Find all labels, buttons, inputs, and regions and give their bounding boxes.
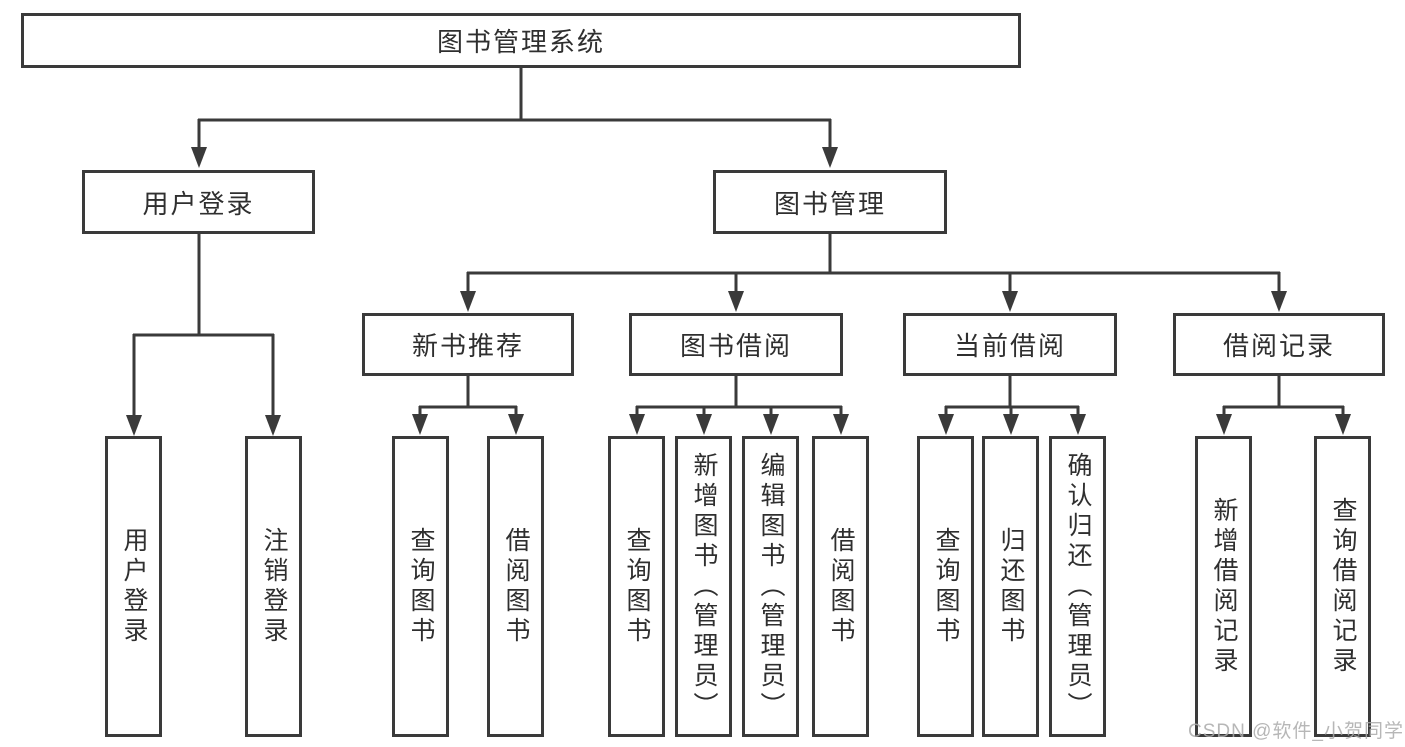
node-book-borrowing: 图书借阅 (629, 313, 843, 376)
node-borrowing-records-label: 借阅记录 (1222, 331, 1335, 361)
node-book-borrowing-label: 图书借阅 (679, 331, 792, 361)
node-book-management-label: 图书管理 (773, 188, 886, 219)
connector-new-book-recommend-children (418, 376, 518, 417)
connector-book-borrowing-children (635, 376, 843, 417)
arrowhead-leaf-query-borrow-record (1335, 414, 1351, 435)
leaf-query-books-cur-label: 查询图书 (932, 526, 960, 647)
arrowhead-leaf-add-books (696, 414, 712, 435)
leaf-query-borrow-record-label: 查询借阅记录 (1329, 496, 1357, 677)
leaf-query-books-rec: 查询图书 (392, 436, 449, 737)
leaf-edit-books-admin-label: 编辑图书（管理员） (757, 451, 785, 722)
arrowhead-leaf-user-login (126, 415, 142, 436)
leaf-add-books-admin-label: 新增图书（管理员） (690, 451, 718, 722)
connector-borrowing-records-children (1222, 376, 1345, 417)
leaf-return-books-label: 归还图书 (997, 526, 1025, 647)
arrowhead-leaf-confirm-return (1070, 414, 1086, 435)
leaf-query-books-borrow-label: 查询图书 (623, 526, 651, 647)
arrowhead-leaf-query-books-borrow (629, 414, 645, 435)
node-new-book-recommend-label: 新书推荐 (411, 331, 524, 361)
leaf-logout: 注销登录 (245, 436, 302, 737)
connector-book-management-children (466, 234, 1281, 294)
leaf-edit-books-admin: 编辑图书（管理员） (742, 436, 799, 737)
arrowhead-leaf-return-books (1003, 414, 1019, 435)
arrowhead-new-book-recommend (460, 291, 476, 312)
arrowhead-leaf-logout (265, 415, 281, 436)
leaf-borrow-books-rec: 借阅图书 (487, 436, 544, 737)
arrowhead-leaf-borrow-books-borrow (833, 414, 849, 435)
connector-user-login-children (132, 234, 275, 417)
leaf-add-borrow-record-label: 新增借阅记录 (1210, 496, 1238, 677)
leaf-add-books-admin: 新增图书（管理员） (675, 436, 732, 737)
leaf-return-books: 归还图书 (982, 436, 1039, 737)
node-user-login: 用户登录 (82, 170, 315, 234)
arrowhead-current-borrowing (1002, 291, 1018, 312)
connector-current-borrowing-children (944, 376, 1080, 417)
leaf-query-books-rec-label: 查询图书 (407, 526, 435, 647)
connector-root-to-level2 (197, 68, 832, 150)
node-borrowing-records: 借阅记录 (1173, 313, 1385, 376)
arrowhead-borrowing-records (1271, 291, 1287, 312)
node-new-book-recommend: 新书推荐 (362, 313, 574, 376)
node-book-management: 图书管理 (713, 170, 947, 234)
leaf-confirm-return-admin-label: 确认归还（管理员） (1064, 451, 1092, 722)
leaf-query-books-cur: 查询图书 (917, 436, 974, 737)
node-current-borrowing-label: 当前借阅 (953, 331, 1066, 361)
arrowhead-leaf-borrow-books-rec (508, 414, 524, 435)
node-user-login-label: 用户登录 (142, 188, 255, 219)
leaf-query-books-borrow: 查询图书 (608, 436, 665, 737)
arrowhead-leaf-edit-books (763, 414, 779, 435)
csdn-watermark: CSDN @软件_小贺同学 (1188, 721, 1404, 742)
leaf-user-login-label: 用户登录 (120, 526, 148, 647)
leaf-logout-label: 注销登录 (260, 526, 288, 647)
leaf-user-login: 用户登录 (105, 436, 162, 737)
leaf-borrow-books-borrow-label: 借阅图书 (827, 526, 855, 647)
node-current-borrowing: 当前借阅 (903, 313, 1117, 376)
leaf-borrow-books-borrow: 借阅图书 (812, 436, 869, 737)
arrowhead-user-login (191, 147, 207, 168)
arrowhead-book-management (822, 147, 838, 168)
leaf-borrow-books-rec-label: 借阅图书 (502, 526, 530, 647)
arrowhead-leaf-query-books-cur (938, 414, 954, 435)
node-root: 图书管理系统 (21, 13, 1021, 68)
leaf-query-borrow-record: 查询借阅记录 (1314, 436, 1371, 737)
arrowhead-leaf-add-borrow-record (1216, 414, 1232, 435)
arrowhead-book-borrowing (728, 291, 744, 312)
node-root-label: 图书管理系统 (436, 27, 605, 57)
leaf-confirm-return-admin: 确认归还（管理员） (1049, 436, 1106, 737)
arrowhead-leaf-query-books-rec (412, 414, 428, 435)
leaf-add-borrow-record: 新增借阅记录 (1195, 436, 1252, 737)
